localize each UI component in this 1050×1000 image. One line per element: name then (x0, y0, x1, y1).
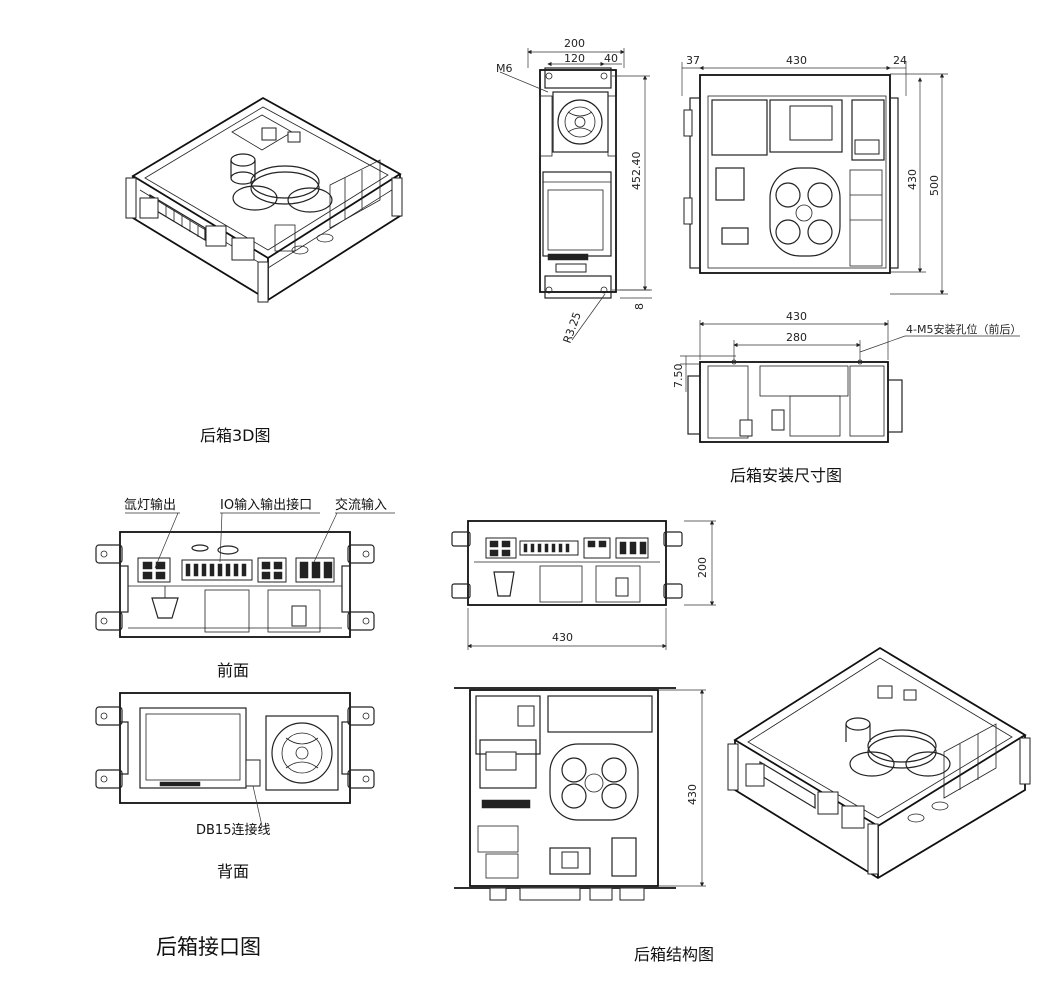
rear-box-3d-view (125, 96, 403, 303)
dim-mount-offset: 7.50 (672, 364, 685, 389)
dim-front-height: 200 (696, 557, 709, 578)
caption-back: 背面 (217, 862, 249, 881)
caption-front: 前面 (217, 661, 249, 680)
front-view-dimensioned (451, 520, 716, 650)
callout-db15: DB15连接线 (196, 822, 270, 838)
callout-mount-holes: 4-M5安装孔位（前后） (906, 322, 1021, 336)
dim-top-width: 430 (786, 54, 807, 67)
mount-view (680, 320, 1020, 443)
caption-interface: 后箱接口图 (156, 935, 261, 959)
front-view (95, 512, 395, 638)
callout-io-port: IO输入输出接口 (220, 497, 312, 513)
callout-radius: R3.25 (561, 310, 584, 345)
callout-ac-input: 交流输入 (335, 497, 387, 513)
callout-m6: M6 (496, 62, 513, 75)
dim-top-right: 24 (893, 54, 907, 67)
top-view (681, 62, 948, 295)
dim-struct-depth: 430 (686, 784, 699, 805)
dim-side-edge: 40 (604, 52, 618, 65)
rear-box-3d-view-2 (727, 646, 1031, 880)
dim-top-depth: 430 (906, 169, 919, 190)
dim-mount-width: 430 (786, 310, 807, 323)
callout-lamp-output: 氙灯输出 (124, 497, 176, 513)
caption-mount-dims: 后箱安装尺寸图 (730, 466, 842, 485)
dim-top-depth-total: 500 (928, 175, 941, 196)
dim-front-width: 430 (552, 631, 573, 644)
dim-side-height: 452.40 (630, 152, 643, 191)
dim-mount-pitch: 280 (786, 331, 807, 344)
back-view (95, 692, 375, 827)
side-view (499, 48, 652, 341)
dim-side-width: 200 (564, 37, 585, 50)
structure-view (454, 687, 706, 901)
dim-side-inner: 120 (564, 52, 585, 65)
caption-3d: 后箱3D图 (200, 426, 271, 445)
caption-structure: 后箱结构图 (634, 945, 714, 964)
dim-top-left: 37 (686, 54, 700, 67)
dim-side-bottom: 8 (633, 303, 646, 310)
